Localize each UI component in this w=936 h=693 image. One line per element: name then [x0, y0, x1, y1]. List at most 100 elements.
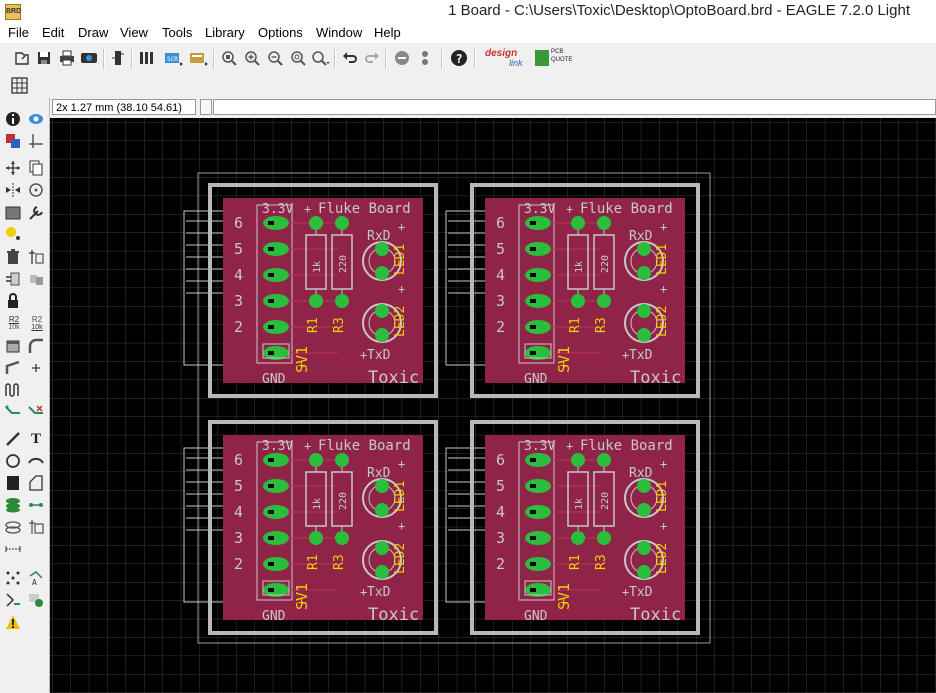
via-icon[interactable]	[4, 496, 22, 514]
menu-draw[interactable]: Draw	[78, 25, 108, 40]
undo-icon[interactable]	[340, 48, 360, 68]
led-pad	[637, 503, 651, 517]
led-polarity: +	[660, 220, 667, 234]
grid-icon[interactable]	[11, 77, 28, 94]
attribute-icon[interactable]	[27, 518, 45, 536]
header-pad	[525, 479, 551, 493]
delete-icon[interactable]	[4, 248, 22, 266]
errors-icon[interactable]	[27, 591, 45, 609]
label-3v3: 3.3V	[524, 439, 555, 454]
route-icon[interactable]	[4, 403, 22, 421]
value-icon[interactable]: R2 10k	[27, 314, 47, 334]
layer-settings-icon[interactable]	[137, 48, 157, 68]
name-tool-value: 10k	[8, 324, 20, 331]
info-icon[interactable]	[4, 110, 22, 128]
save-icon[interactable]	[34, 48, 54, 68]
led-polarity: +	[660, 282, 667, 296]
rotate-icon[interactable]	[27, 181, 45, 199]
label-txd: TxD	[629, 348, 653, 363]
polygon-icon[interactable]	[27, 474, 45, 492]
rect-icon[interactable]	[4, 474, 22, 492]
zoom-out-icon[interactable]	[265, 48, 285, 68]
change-icon[interactable]	[27, 204, 45, 222]
menu-library[interactable]: Library	[205, 25, 245, 40]
menu-file[interactable]: File	[8, 25, 29, 40]
meander-icon[interactable]	[4, 381, 22, 399]
silk-plus: +	[622, 348, 629, 362]
pcb-quote-button[interactable]: PCB QUOTE	[535, 49, 575, 69]
resistor-pad	[597, 216, 611, 230]
lock-icon[interactable]	[4, 292, 22, 310]
cam-processor-icon[interactable]	[79, 48, 99, 68]
dimension-icon[interactable]	[4, 540, 22, 558]
resistor-pad	[335, 294, 349, 308]
ratsnest-icon[interactable]	[4, 569, 22, 587]
toolbar-separator	[334, 49, 336, 69]
drc-icon[interactable]	[4, 591, 22, 609]
zoom-in-icon[interactable]	[242, 48, 262, 68]
pad-drill	[530, 273, 536, 277]
optimize-icon[interactable]	[27, 359, 45, 377]
menu-view[interactable]: View	[120, 25, 148, 40]
print-icon[interactable]	[57, 48, 77, 68]
show-icon[interactable]	[27, 110, 45, 128]
ripup-icon[interactable]	[27, 403, 45, 421]
window-title: 1 Board - C:\Users\Toxic\Desktop\OptoBoa…	[448, 2, 910, 19]
eagle-app-icon[interactable]: BRD	[5, 4, 21, 20]
connector-outline	[183, 210, 224, 366]
mark-icon[interactable]	[27, 132, 45, 150]
replace-icon[interactable]	[27, 270, 45, 288]
split-icon[interactable]	[4, 359, 22, 377]
help-icon[interactable]: ?	[449, 48, 469, 68]
text-icon[interactable]: T	[27, 430, 45, 448]
zoom-fit-icon[interactable]	[219, 48, 239, 68]
add-icon[interactable]	[27, 248, 45, 266]
menu-tools[interactable]: Tools	[162, 25, 192, 40]
command-history-button[interactable]	[200, 99, 212, 115]
menu-options[interactable]: Options	[258, 25, 303, 40]
open-icon[interactable]	[12, 48, 32, 68]
zoom-redraw-icon[interactable]	[288, 48, 308, 68]
arc-icon[interactable]	[27, 452, 45, 470]
mirror-icon[interactable]	[4, 181, 22, 199]
move-icon[interactable]	[4, 159, 22, 177]
zoom-select-icon[interactable]	[311, 48, 331, 68]
stop-icon[interactable]	[392, 48, 412, 68]
auto-icon[interactable]: A	[27, 569, 45, 587]
menu-window[interactable]: Window	[316, 25, 362, 40]
pad-drill	[268, 247, 274, 251]
header-pad	[263, 479, 289, 493]
paste-icon[interactable]	[4, 224, 22, 242]
label-3v3: 3.3V	[262, 202, 293, 217]
redo-icon[interactable]	[362, 48, 382, 68]
display-icon[interactable]	[4, 132, 22, 150]
resistor-pad	[571, 216, 585, 230]
copy-icon[interactable]	[27, 159, 45, 177]
designlink-button[interactable]: design link	[483, 48, 529, 70]
wire-icon[interactable]	[4, 430, 22, 448]
r1-label: R1	[306, 317, 321, 333]
warning-icon[interactable]	[4, 613, 22, 631]
circle-icon[interactable]	[4, 452, 22, 470]
smash-icon[interactable]	[4, 337, 22, 355]
group-icon[interactable]	[4, 204, 22, 222]
hole-icon[interactable]	[4, 518, 22, 536]
pin-number: 4	[234, 266, 243, 284]
board-switch-icon[interactable]	[108, 48, 128, 68]
signal-icon[interactable]	[27, 496, 45, 514]
ulp-icon[interactable]	[189, 48, 209, 68]
menu-edit[interactable]: Edit	[42, 25, 64, 40]
command-input[interactable]	[213, 99, 936, 115]
pinswap-icon[interactable]	[4, 270, 22, 288]
led-polarity: +	[660, 457, 667, 471]
name-icon[interactable]: R2 10k	[4, 314, 24, 334]
pad-drill	[530, 221, 536, 225]
script-icon[interactable]: SCR	[164, 48, 184, 68]
miter-icon[interactable]	[27, 337, 45, 355]
go-icon[interactable]	[415, 48, 435, 68]
toolbar-separator	[131, 49, 133, 69]
pin1-marker	[262, 343, 290, 359]
coordinate-readout: 2x 1.27 mm (38.10 54.61)	[52, 99, 196, 115]
menu-help[interactable]: Help	[374, 25, 401, 40]
